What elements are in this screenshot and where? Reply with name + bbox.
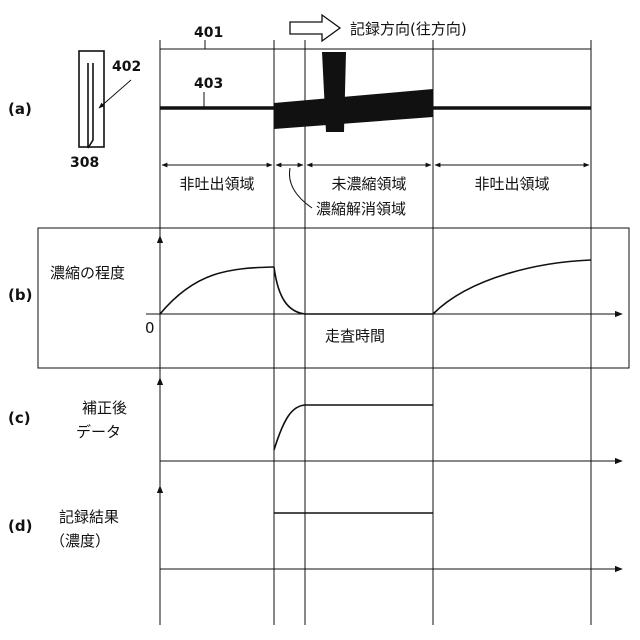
panel-b-label: (b): [8, 286, 32, 304]
panel-a-label: (a): [8, 100, 32, 118]
direction-arrow-icon: [290, 15, 340, 41]
region-thickening-release: 濃縮解消領域: [316, 200, 406, 218]
ref-401: 401: [194, 25, 223, 41]
b-thickening-curve-1: [160, 267, 274, 314]
b-ylabel: 濃縮の程度: [50, 264, 125, 282]
region-non-ejection-2: 非吐出領域: [474, 175, 549, 193]
thickening-release-leader: [289, 168, 312, 208]
b-xlabel: 走査時間: [325, 327, 385, 345]
region-unthickened: 未濃縮領域: [331, 175, 406, 193]
thickened-vertical-bar: [322, 52, 346, 132]
print-head: [79, 51, 104, 147]
c-label-line2: データ: [76, 423, 121, 441]
c-label-line1: 補正後: [82, 399, 127, 417]
c-corrected-curve: [274, 405, 305, 450]
ref-403: 403: [194, 76, 223, 92]
d-label-line1: 記録結果: [59, 508, 119, 526]
panel-b-frame: [38, 228, 629, 368]
ref-308: 308: [70, 155, 99, 171]
thickened-band: [274, 89, 433, 129]
ref-402: 402: [112, 59, 141, 75]
panel-c-label: (c): [8, 409, 31, 427]
region-non-ejection-1: 非吐出領域: [179, 175, 254, 193]
b-origin: 0: [145, 319, 155, 337]
b-thickening-curve-2: [433, 260, 591, 314]
b-release-curve: [274, 267, 305, 314]
direction-label: 記録方向(往方向): [350, 20, 467, 38]
panel-d-label: (d): [8, 517, 32, 535]
d-label-line2: （濃度）: [50, 532, 110, 550]
